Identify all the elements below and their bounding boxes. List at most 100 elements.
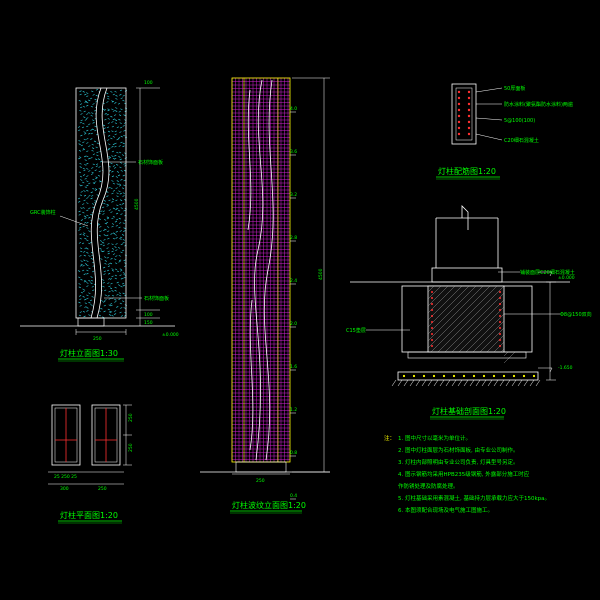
hatch-stroke <box>92 163 95 166</box>
hatch-stroke <box>100 243 103 246</box>
hatch-stroke <box>95 94 98 97</box>
hatch-stroke <box>115 98 118 100</box>
hatch-stroke <box>84 119 87 121</box>
hatch-stroke <box>83 110 86 113</box>
hatch-stroke <box>103 109 107 111</box>
hatch-stroke <box>77 270 81 272</box>
hatch-line <box>437 285 505 353</box>
hatch-stroke <box>116 180 119 182</box>
hatch-stroke <box>120 315 123 317</box>
cushion-layer <box>407 351 527 359</box>
plan-box-left <box>51 404 81 466</box>
hatch-stroke <box>103 200 106 202</box>
hatch-stroke <box>118 156 121 158</box>
hatch-stroke <box>118 226 121 229</box>
hatch-stroke <box>111 155 114 157</box>
hatch-stroke <box>112 237 116 240</box>
hatch-stroke <box>86 209 89 212</box>
rebar-dot <box>457 108 461 112</box>
pattern-mesh-grid <box>231 77 290 462</box>
level-mark-label: 2.8 <box>290 235 297 241</box>
plan-dim-right-b: 250 <box>128 443 134 452</box>
hatch-stroke <box>118 183 121 186</box>
hatch-stroke <box>122 94 125 97</box>
hatch-stroke <box>118 261 121 263</box>
hatch-stroke <box>111 294 115 297</box>
hatch-stroke <box>108 199 111 202</box>
rebar-dot <box>431 309 433 311</box>
hatch-stroke <box>119 238 122 240</box>
hatch-stroke <box>86 285 89 287</box>
hatch-stroke <box>86 269 89 272</box>
hatch-stroke <box>86 117 89 119</box>
hatch-stroke <box>120 135 123 138</box>
soil-hatch <box>391 379 541 387</box>
hatch-stroke <box>116 183 119 185</box>
hatch-stroke <box>111 146 114 148</box>
hatch-stroke <box>95 165 99 168</box>
column-base <box>77 317 105 327</box>
hatch-stroke <box>82 181 85 184</box>
soil-stroke <box>481 379 487 387</box>
rebar-dot <box>482 374 486 378</box>
rebar-dot <box>431 303 433 305</box>
pattern-base <box>235 461 287 473</box>
hatch-stroke <box>78 100 81 102</box>
hatch-stroke <box>79 103 83 105</box>
hatch-stroke <box>119 166 122 169</box>
pattern-dim-total: 4500 <box>318 268 324 280</box>
hatch-stroke <box>86 310 89 312</box>
foundation-label-left: C15垫层 <box>346 327 366 334</box>
rebar-dot <box>457 102 461 106</box>
hatch-stroke <box>120 141 123 144</box>
hatch-stroke <box>122 239 125 241</box>
hatch-stroke <box>80 250 83 253</box>
hatch-stroke <box>115 243 118 245</box>
hatch-stroke <box>114 122 118 124</box>
hatch-stroke <box>86 92 89 94</box>
hatch-stroke <box>123 230 126 232</box>
soil-stroke <box>523 379 529 387</box>
hatch-stroke <box>103 219 107 221</box>
hatch-stroke <box>109 278 113 280</box>
hatch-stroke <box>107 237 110 240</box>
soil-stroke <box>463 379 469 387</box>
elevation-label-right-top: 石材饰面板 <box>138 159 163 166</box>
hatch-stroke <box>123 274 126 276</box>
hatch-stroke <box>94 189 98 191</box>
hatch-stroke <box>97 174 101 177</box>
hatch-stroke <box>108 314 112 316</box>
section-rebar-dots <box>457 90 471 136</box>
hatch-stroke <box>115 237 118 239</box>
hatch-stroke <box>94 98 97 101</box>
hatch-stroke <box>83 194 87 197</box>
hatch-stroke <box>111 290 114 292</box>
hatch-stroke <box>111 243 114 246</box>
hatch-stroke <box>120 251 123 254</box>
hatch-stroke <box>97 158 101 160</box>
hatch-stroke <box>115 218 119 221</box>
section-label-1: 50厚面板 <box>504 85 525 92</box>
hatch-stroke <box>121 282 125 285</box>
hatch-stroke <box>102 244 105 247</box>
hatch-stroke <box>106 216 109 219</box>
hatch-stroke <box>84 100 88 103</box>
hatch-stroke <box>116 306 119 308</box>
hatch-stroke <box>86 125 89 128</box>
rebar-dot <box>499 333 501 335</box>
rebar-dot <box>499 345 501 347</box>
hatch-stroke <box>111 248 115 250</box>
hatch-stroke <box>88 255 91 257</box>
plan-box-right <box>91 404 121 466</box>
hatch-stroke <box>82 288 85 291</box>
hatch-stroke <box>90 304 93 306</box>
hatch-stroke <box>107 95 110 98</box>
hatch-line <box>427 285 449 307</box>
rebar-dot <box>499 327 501 329</box>
hatch-stroke <box>114 262 118 265</box>
hatch-stroke <box>92 289 95 292</box>
hatch-stroke <box>83 199 86 202</box>
hatch-stroke <box>99 180 102 183</box>
hatch-stroke <box>78 213 81 216</box>
hatch-stroke <box>80 260 83 262</box>
